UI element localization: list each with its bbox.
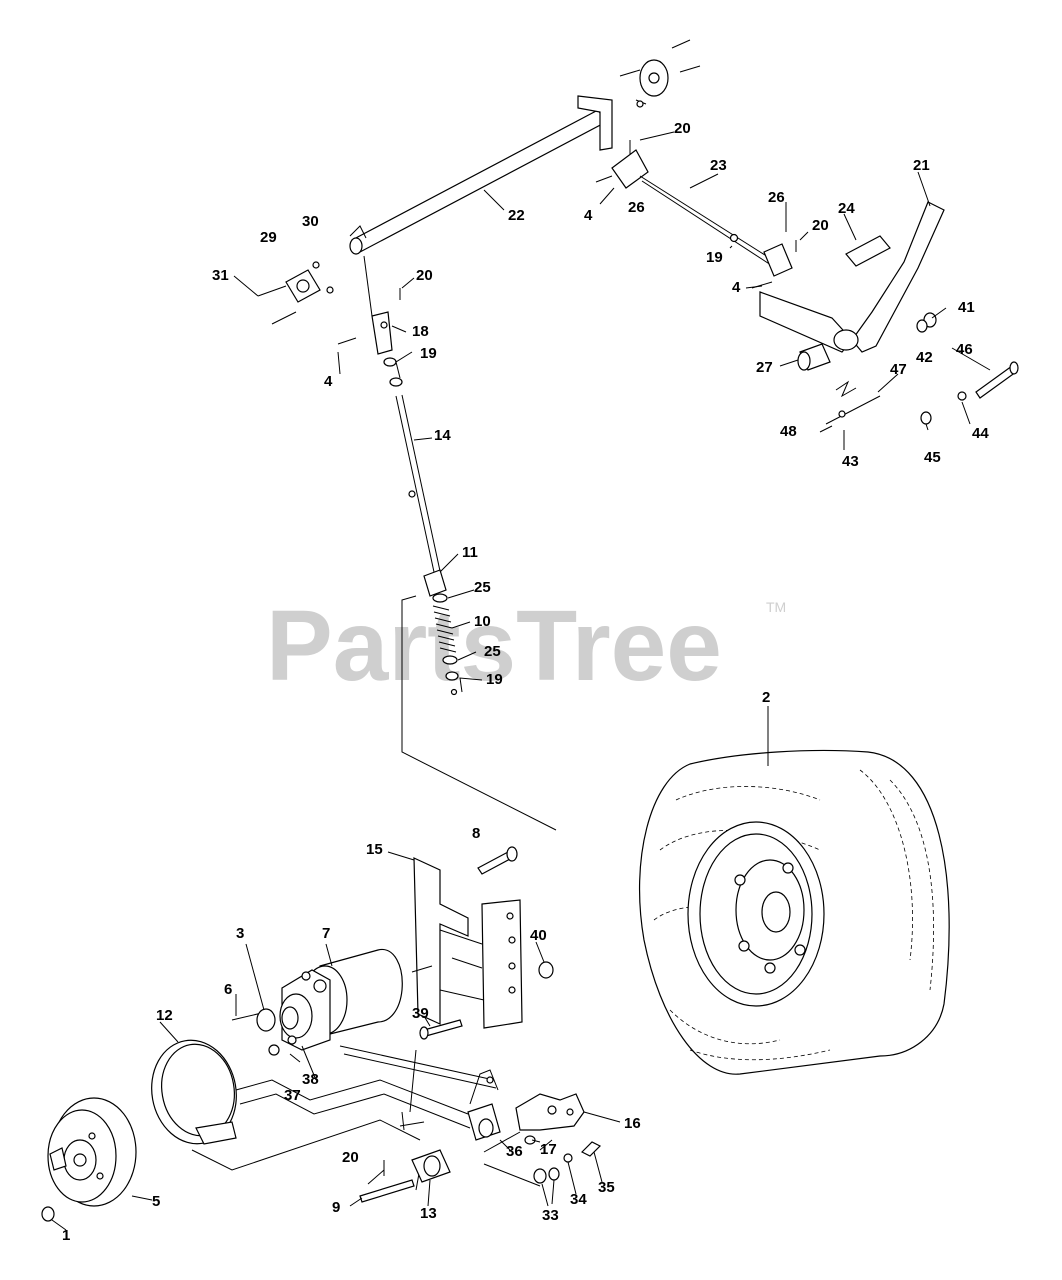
bracket-16 (483, 1093, 585, 1187)
left-shaft-arm-18 (337, 255, 401, 355)
callout-2: 2 (762, 689, 770, 706)
callout-33: 33 (542, 1207, 559, 1224)
callout-47: 47 (890, 361, 907, 378)
callout-10: 10 (474, 613, 491, 630)
callout-38: 38 (302, 1071, 319, 1088)
callout-3: 3 (236, 925, 244, 942)
left-bearing-flange (257, 225, 367, 325)
pin-6-nut-3 (231, 1008, 276, 1032)
callout-36: 36 (506, 1143, 523, 1160)
control-rod-23 (639, 175, 777, 268)
callout-19: 19 (706, 249, 723, 266)
right-shaft-bracket (577, 39, 701, 151)
callout-27: 27 (756, 359, 773, 376)
bolt-8 (477, 846, 518, 875)
callout-6: 6 (224, 981, 232, 998)
callout-26: 26 (768, 189, 785, 206)
callout-20: 20 (416, 267, 433, 284)
callout-22: 22 (508, 207, 525, 224)
callout-29: 29 (260, 229, 277, 246)
nuts-44-45 (920, 391, 967, 425)
ferrule-11 (423, 569, 447, 597)
callout-1: 1 (62, 1227, 70, 1244)
callout-37: 37 (284, 1087, 301, 1104)
callout-7: 7 (322, 925, 330, 942)
callout-30: 30 (302, 213, 319, 230)
callout-18: 18 (412, 323, 429, 340)
cross-shaft (349, 109, 607, 255)
brake-drum-5 (47, 1097, 137, 1207)
callout-26: 26 (628, 199, 645, 216)
callout-11: 11 (462, 544, 478, 561)
callout-14: 14 (434, 427, 451, 444)
callout-4: 4 (324, 373, 333, 390)
callout-19: 19 (486, 671, 503, 688)
callout-20: 20 (812, 217, 829, 234)
callout-5: 5 (152, 1193, 160, 1210)
clip-43-47-48 (825, 380, 881, 425)
callout-19: 19 (420, 345, 437, 362)
vertical-rod-14 (395, 394, 441, 573)
frame-bracket-15 (411, 857, 523, 1029)
bushing-27 (797, 343, 831, 371)
motor-7 (279, 948, 403, 1051)
brake-band-12 (151, 1039, 237, 1145)
bolt-46 (975, 361, 1019, 399)
reference-line (401, 595, 557, 831)
callout-16: 16 (624, 1115, 641, 1132)
callout-46: 46 (956, 341, 973, 358)
callout-labels: 20 23 21 26 24 4 26 22 20 30 29 19 20 31… (62, 120, 989, 1244)
callout-25: 25 (474, 579, 491, 596)
nut-1 (41, 1206, 55, 1222)
callout-8: 8 (472, 825, 480, 842)
callout-9: 9 (332, 1199, 340, 1216)
callout-4: 4 (584, 207, 593, 224)
clevis-13-assembly (359, 1149, 451, 1203)
callout-23: 23 (710, 157, 727, 174)
callout-42: 42 (916, 349, 933, 366)
callout-17: 17 (540, 1141, 557, 1158)
brake-pedal-21 (759, 201, 945, 353)
rod-clevis (751, 240, 797, 289)
callout-40: 40 (530, 927, 547, 944)
bolt-39 (419, 1019, 463, 1040)
callout-24: 24 (838, 200, 855, 217)
watermark-tm: TM (766, 599, 786, 615)
callout-21: 21 (913, 157, 930, 174)
rear-wheel-2 (638, 706, 950, 1075)
callout-45: 45 (924, 449, 941, 466)
pedal-pad-24 (845, 235, 891, 267)
callout-44: 44 (972, 425, 989, 442)
callout-4: 4 (732, 279, 741, 296)
right-shaft-arm (595, 140, 649, 189)
watermark-text: PartsTree (266, 590, 722, 702)
washers-19-upper (383, 357, 403, 387)
callout-31: 31 (212, 267, 229, 284)
pedal-hardware-41-42 (916, 312, 937, 333)
nut-40 (538, 961, 554, 979)
callout-25: 25 (484, 643, 501, 660)
callout-20: 20 (674, 120, 691, 137)
callout-34: 34 (570, 1191, 587, 1208)
hardware-33-35 (533, 1141, 602, 1184)
callout-13: 13 (420, 1205, 437, 1222)
spring-assembly-10 (432, 593, 459, 696)
callout-41: 41 (958, 299, 975, 316)
lower-linkage (191, 1045, 501, 1191)
callout-39: 39 (412, 1005, 429, 1022)
callout-12: 12 (156, 1007, 173, 1024)
callout-43: 43 (842, 453, 859, 470)
callout-15: 15 (366, 841, 383, 858)
hardware-37-38 (268, 1035, 297, 1056)
callout-20: 20 (342, 1149, 359, 1166)
callout-35: 35 (598, 1179, 615, 1196)
callout-48: 48 (780, 423, 797, 440)
